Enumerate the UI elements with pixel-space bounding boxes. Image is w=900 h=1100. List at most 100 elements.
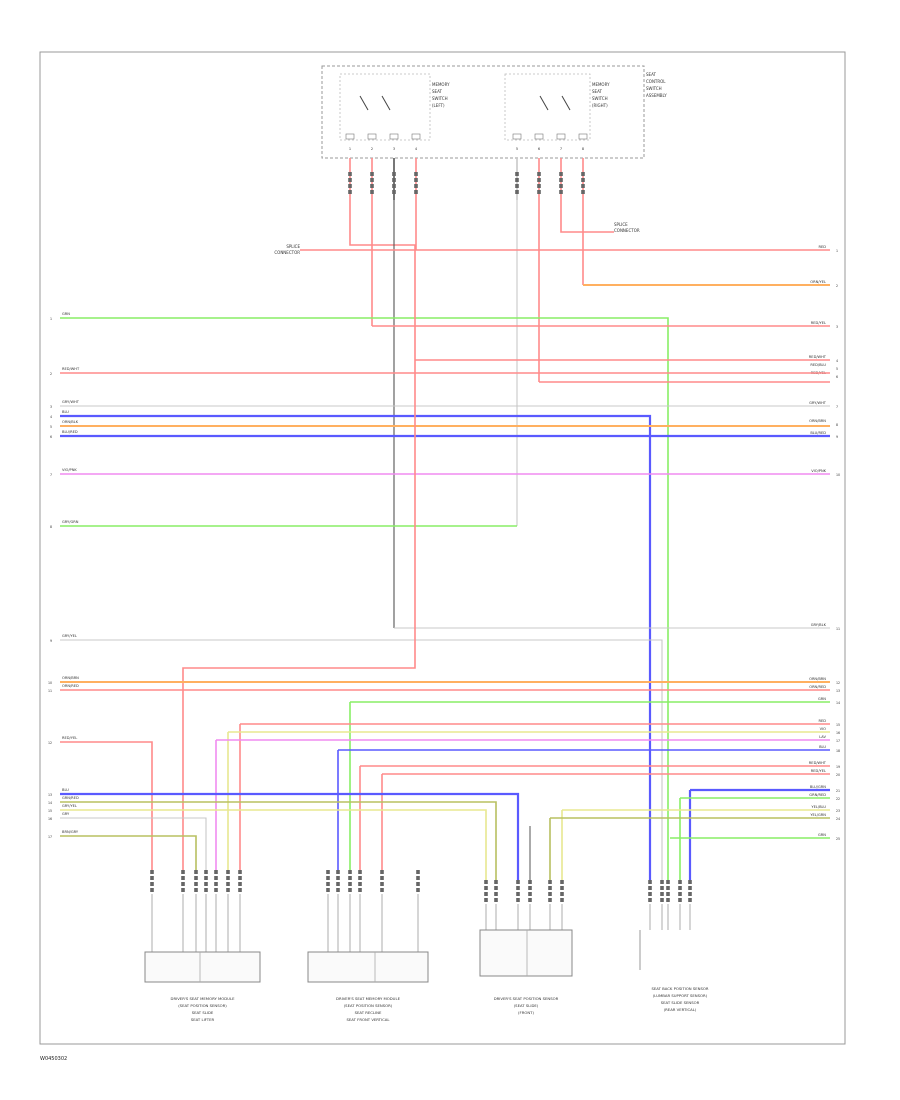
connector-terminal	[414, 190, 418, 194]
left-wire-label: GRY/GRN	[62, 520, 79, 524]
right-wire-label: ORN/BRN	[809, 419, 826, 423]
switch-pin	[389, 133, 399, 140]
bus-wire-red	[60, 741, 153, 870]
connector-terminal	[581, 172, 585, 176]
right-switch-label: (RIGHT)	[592, 103, 608, 108]
switch-assembly-label: SWITCH	[646, 86, 662, 91]
connector-terminal	[150, 888, 154, 892]
right-wire-label: BLU	[819, 745, 826, 749]
connector-terminal	[204, 870, 208, 874]
right-wire-label: RED/BLU	[810, 363, 826, 367]
connector-terminal	[336, 888, 340, 892]
right-pin-number: 10	[836, 473, 840, 477]
switch-contact	[359, 95, 369, 111]
connector-terminal	[414, 178, 418, 182]
connector-terminal	[181, 882, 185, 886]
junction-label-left: CONNECTOR	[274, 250, 300, 255]
connector-terminal	[666, 898, 670, 902]
right-pin-number: 9	[836, 435, 838, 439]
connector-terminal	[150, 882, 154, 886]
connector-terminal	[660, 892, 664, 896]
left-wire-label: RED/WHT	[62, 367, 80, 371]
connector-terminal	[548, 898, 552, 902]
sensor-module-label: DRIVER'S SEAT MEMORY MODULE	[171, 996, 236, 1001]
connector-terminal	[660, 886, 664, 890]
bus-wire-yellow	[60, 809, 487, 880]
junction-label-left: SPLICE	[286, 244, 300, 249]
connector-terminal	[528, 880, 532, 884]
connector-terminal	[678, 898, 682, 902]
diagram-frame	[39, 51, 846, 1045]
connector-terminal	[666, 886, 670, 890]
connector-terminal	[560, 892, 564, 896]
right-pin-number: 12	[836, 681, 840, 685]
right-wire-label: GRY/WHT	[809, 401, 827, 405]
connector-terminal	[348, 882, 352, 886]
left-pin-number: 2	[50, 372, 52, 376]
right-pin-number: 7	[836, 405, 838, 409]
connector-terminal	[336, 882, 340, 886]
right-pin-number: 19	[836, 765, 840, 769]
connector-terminal	[516, 880, 520, 884]
right-wire-label: VIO/PNK	[811, 469, 826, 473]
connector-terminal	[528, 892, 532, 896]
left-switch-label: SWITCH	[432, 96, 448, 101]
left-wire-label: BRN/GRY	[62, 830, 79, 834]
switch-pin-label: 4	[415, 147, 418, 151]
left-pin-number: 15	[48, 809, 52, 813]
connector-terminal	[416, 876, 420, 880]
connector-terminal	[559, 178, 563, 182]
switch-pin-label: 7	[560, 147, 562, 151]
right-pin-number: 11	[836, 627, 840, 631]
right-wire-label: RED	[818, 719, 826, 723]
connector-terminal	[358, 870, 362, 874]
connector-terminal	[548, 892, 552, 896]
connector-terminal	[688, 886, 692, 890]
right-wire-label: RED/WHT	[809, 761, 827, 765]
left-wire-label: BLU	[62, 410, 69, 414]
connector-terminal	[348, 190, 352, 194]
connector-terminal	[581, 178, 585, 182]
connector-terminal	[194, 876, 198, 880]
switch-pin-label: 3	[393, 147, 395, 151]
right-wire-label: ORN/BRN	[809, 677, 826, 681]
left-pin-number: 12	[48, 741, 52, 745]
connector-terminal	[515, 178, 519, 182]
bus-wire-green	[60, 317, 669, 880]
connector-terminal	[648, 880, 652, 884]
connector-terminal	[336, 876, 340, 880]
switch-assembly-label: ASSEMBLY	[646, 93, 667, 98]
connector-terminal	[559, 190, 563, 194]
left-pin-number: 5	[50, 425, 52, 429]
connector-terminal	[581, 184, 585, 188]
seat-control-switch-assembly	[321, 65, 645, 159]
bus-wire-olive	[60, 801, 497, 880]
connector-terminal	[348, 178, 352, 182]
connector-terminal	[380, 870, 384, 874]
connector-terminal	[484, 880, 488, 884]
connector-terminal	[380, 888, 384, 892]
connector-terminal	[392, 172, 396, 176]
right-memory-switch	[504, 73, 591, 141]
right-wire-label: RED/YEL	[811, 321, 826, 325]
right-pin-number: 20	[836, 773, 840, 777]
right-switch-label: SWITCH	[592, 96, 608, 101]
sensor-module-1	[144, 951, 261, 983]
sensor-module-label: (SEAT SLIDE)	[514, 1003, 539, 1008]
switch-pin	[512, 133, 522, 140]
connector-terminal	[416, 882, 420, 886]
connector-terminal	[494, 886, 498, 890]
connector-terminal	[559, 172, 563, 176]
left-pin-number: 14	[48, 801, 52, 805]
connector-terminal	[204, 876, 208, 880]
sensor-module-label: SEAT LIFTER	[191, 1017, 215, 1022]
connector-terminal	[537, 178, 541, 182]
connector-terminal	[392, 190, 396, 194]
connector-terminal	[516, 886, 520, 890]
sensor-module-label: (REAR VERTICAL)	[664, 1007, 697, 1012]
left-memory-switch	[339, 73, 431, 141]
connector-terminal	[358, 888, 362, 892]
connector-terminal	[380, 882, 384, 886]
connector-terminal	[181, 870, 185, 874]
